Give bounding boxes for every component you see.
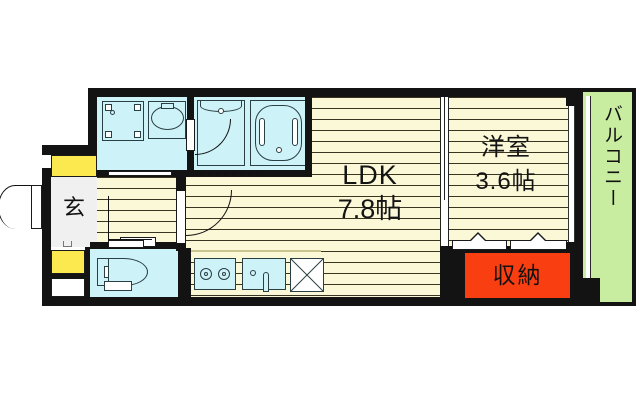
outer-wall-right [574, 88, 583, 306]
washroom-window-strip [200, 172, 258, 175]
stove-burner-left [200, 268, 212, 280]
entrance-lower-panel [51, 277, 85, 297]
outer-wall-left-upper [88, 88, 97, 170]
bedroom-window-jamb-top [566, 96, 577, 106]
toilet-flush-lever [104, 266, 109, 278]
corridor-door-2-jamb-bottom [176, 243, 186, 251]
balcony-label: バルコニー [601, 104, 622, 209]
closet-floor [465, 253, 570, 298]
balcony-corner-block [578, 278, 600, 306]
bedroom-balcony-window [568, 104, 575, 244]
toilet-right-wall [178, 242, 185, 306]
sink-drain-icon [250, 270, 256, 276]
entrance-shoe-divider [85, 247, 90, 306]
wm-foot-br [134, 131, 141, 138]
bedroom-label-size: 3.6帖 [475, 168, 537, 195]
appliance-space-x-icon [290, 258, 324, 292]
vanity-basin [151, 106, 184, 130]
stove-burner-right-inner [222, 272, 226, 276]
stove-burner-right [218, 268, 230, 280]
closet-door-leaf-right[interactable] [510, 240, 567, 250]
bedroom-window-jamb-bottom [566, 242, 577, 252]
bathroom-right-wall [305, 88, 312, 177]
entrance-floor [51, 177, 97, 247]
toilet-base [104, 281, 132, 291]
wm-foot-tr [134, 104, 141, 111]
corridor-door-1-panel[interactable] [108, 240, 144, 248]
outer-wall-top [88, 88, 583, 97]
kitchen-left-wall [185, 248, 191, 306]
closet-slide-mark-left-inner [471, 234, 485, 241]
vanity-faucet [161, 103, 174, 109]
sink-faucet [263, 272, 269, 292]
bedroom-label-name: 洋室 [481, 134, 531, 161]
ldk-label-size: 7.8帖 [337, 194, 403, 224]
kitchen-counter-line [191, 250, 321, 252]
bathtub-ledge-left [259, 118, 265, 146]
wm-foot-tl [105, 104, 112, 111]
entrance-step-mark [63, 241, 72, 247]
entrance-label: 玄 [62, 195, 85, 220]
corridor-door-1-swing [108, 196, 152, 240]
outer-wall-left [42, 168, 51, 306]
bathroom-door[interactable] [186, 119, 195, 151]
entrance-window-upper [51, 155, 97, 177]
entrance-door-swing [0, 185, 32, 229]
closet-door-leaf-left[interactable] [452, 240, 507, 250]
partition-track-line [444, 97, 445, 200]
stove-burner-left-inner [204, 272, 208, 276]
wm-drain-icon [110, 110, 115, 115]
entrance-lower-divider [42, 274, 90, 279]
shower-drain-icon [218, 108, 224, 114]
entrance-door-panel[interactable] [31, 185, 42, 229]
ldk-label-name: LDK [342, 160, 398, 190]
outer-wall-bottom [42, 297, 583, 306]
washroom-window-frame [108, 171, 172, 176]
closet-slide-mark-right-inner [531, 234, 545, 241]
entrance-window-lower [51, 250, 85, 274]
balcony-rail-line [590, 96, 591, 298]
corridor-door-2-jamb-top [176, 177, 186, 191]
balcony-inner-rail [586, 96, 591, 298]
bathtub-drain-icon [276, 147, 282, 153]
wm-foot-bl [105, 131, 112, 138]
entrance-door-hinge-line [31, 185, 32, 229]
closet-label: 収納 [492, 262, 543, 288]
entrance-upper-wall [42, 145, 97, 155]
bathtub-ledge-right [292, 118, 298, 146]
corridor-door-2-panel[interactable] [176, 190, 186, 244]
